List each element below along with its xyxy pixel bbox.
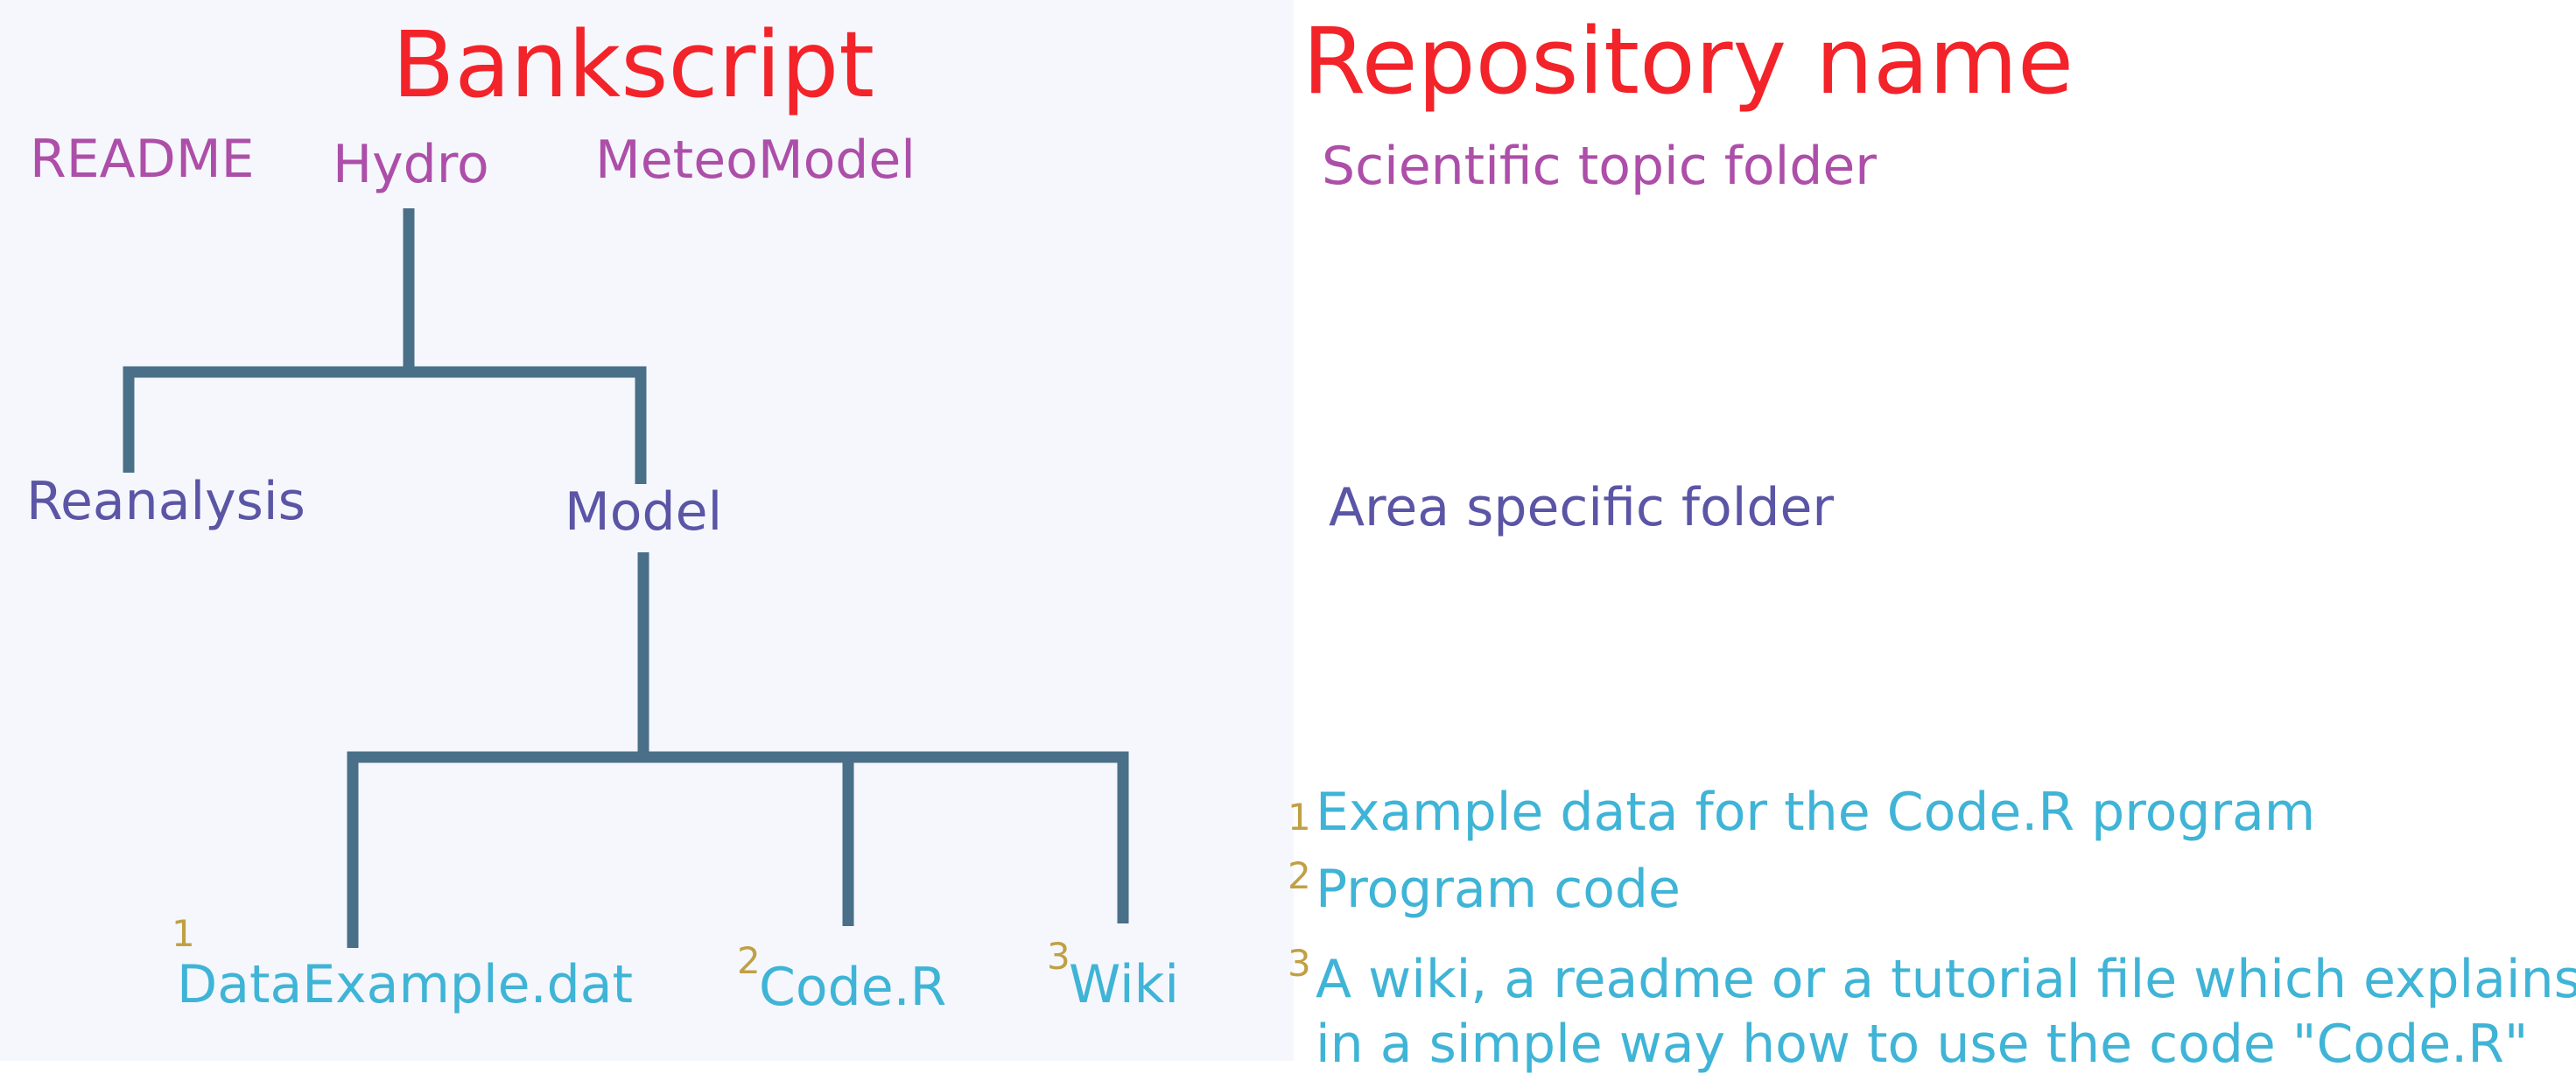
legend-note-2: Program code (1316, 859, 1681, 920)
file-marker-3: 3 (1047, 935, 1070, 978)
tree-panel (0, 0, 1294, 1061)
legend-topic-folder: Scientific topic folder (1322, 136, 1877, 197)
readme-node: README (30, 129, 255, 190)
file-node-code-r: Code.R (759, 957, 947, 1018)
repository-name-title: Repository name (1302, 8, 2074, 115)
legend-marker-3: 3 (1288, 942, 1311, 985)
legend-marker-1: 1 (1288, 796, 1311, 839)
hydro-folder-node: Hydro (333, 134, 489, 195)
legend-marker-2: 2 (1288, 854, 1311, 897)
meteomodel-folder-node: MeteoModel (595, 130, 916, 191)
connector-hydro-to-children (123, 208, 647, 484)
file-marker-2: 2 (737, 939, 761, 982)
legend-note-3-line-2: in a simple way how to use the code "Cod… (1316, 1014, 2529, 1074)
file-marker-1: 1 (172, 912, 195, 955)
connector-model-to-files (347, 552, 1129, 948)
file-node-dataexample: DataExample.dat (177, 954, 634, 1015)
model-folder-node: Model (565, 481, 723, 543)
reanalysis-folder-node: Reanalysis (26, 471, 305, 532)
legend-area-folder: Area specific folder (1329, 477, 1835, 538)
legend-note-1: Example data for the Code.R program (1316, 782, 2316, 843)
diagram-title: Bankscript (392, 11, 875, 118)
legend-note-3-line-1: A wiki, a readme or a tutorial file whic… (1316, 949, 2576, 1010)
file-node-wiki: Wiki (1069, 954, 1180, 1015)
